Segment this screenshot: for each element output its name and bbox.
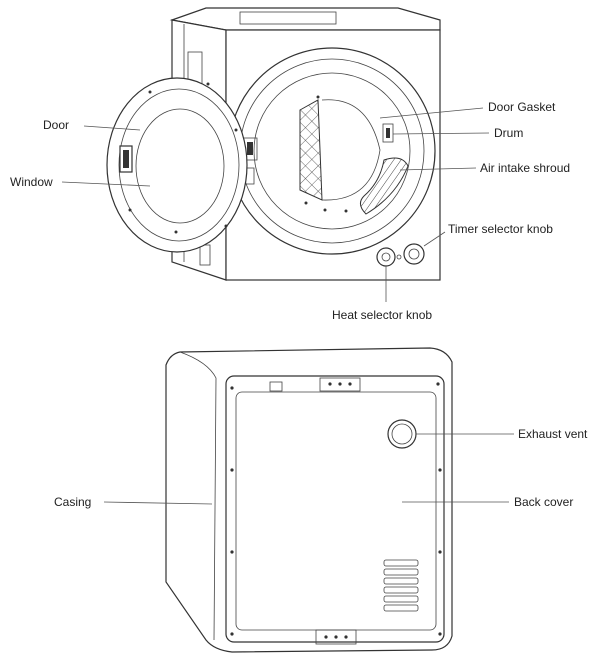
timer-knob-center [408,248,420,260]
exhaust-vent-inner [391,423,413,445]
door [106,77,248,253]
air-intake-shroud [360,157,409,215]
cover-screw [436,382,440,386]
door-screw [128,208,132,212]
leader-air-intake-shroud [399,167,477,171]
label-heat-selector-knob: Heat selector knob [332,308,432,322]
label-casing: Casing [54,495,91,509]
door-screw [148,90,152,94]
cover-screw [438,632,442,636]
back-view: Exhaust vent Casing Back cover [54,347,588,653]
vent-louvers [383,559,419,612]
bracket-screw [328,382,332,386]
label-back-cover: Back cover [514,495,573,509]
top-bracket-center [319,377,361,392]
indicator-light [396,254,402,260]
window [135,108,225,224]
leader-window [61,181,151,187]
label-air-intake-shroud: Air intake shroud [480,161,570,175]
timer-selector-knob [403,243,425,265]
drum-opening [253,72,411,230]
bracket-screw [348,382,352,386]
drum-rivet [304,201,308,205]
label-exhaust-vent: Exhaust vent [518,427,588,441]
hinge-pin [247,142,253,155]
drum-rivet [323,208,327,212]
back-plate [225,375,445,643]
label-timer-selector-knob: Timer selector knob [448,222,553,236]
drum-rivet [344,209,348,213]
heat-selector-knob [376,247,396,267]
door-ring-outer [228,47,436,255]
leader-timer-selector-knob [423,231,446,247]
cover-screw [438,468,442,472]
drum-lint-filter [299,99,323,201]
cover-screw [230,468,234,472]
drum-inner [321,99,381,201]
door-screw [174,230,178,234]
front-view: Door Window Door Gasket Drum Air intake … [10,7,570,322]
door-screw [224,224,228,228]
cover-screw [230,550,234,554]
drum-rivet [316,95,320,99]
bracket-screw [324,635,328,639]
top-bracket-left [269,381,283,392]
cover-screw [438,550,442,554]
door-assembly [106,77,248,253]
door-inner-rim [118,88,240,242]
cover-screw [230,632,234,636]
leader-casing [103,501,213,505]
casing-side-edge [179,351,217,641]
label-door: Door [43,118,69,132]
bracket-screw [334,635,338,639]
label-window: Window [10,175,53,189]
bracket-screw [344,635,348,639]
label-door-gasket: Door Gasket [488,100,556,114]
door-screw [234,128,238,132]
door-handle-grip [123,150,129,168]
label-drum: Drum [494,126,523,140]
cover-screw [230,386,234,390]
cabinet-top [169,7,441,31]
door-screw [206,82,210,86]
top-panel-recess [239,11,337,25]
leader-door [83,125,141,131]
drum-latch-bar [386,128,390,138]
leader-drum [392,132,490,135]
drum-latch [382,123,394,143]
bracket-screw [338,382,342,386]
leader-door-gasket [379,107,484,119]
bottom-bracket [315,629,357,645]
heat-knob-center [381,252,391,262]
